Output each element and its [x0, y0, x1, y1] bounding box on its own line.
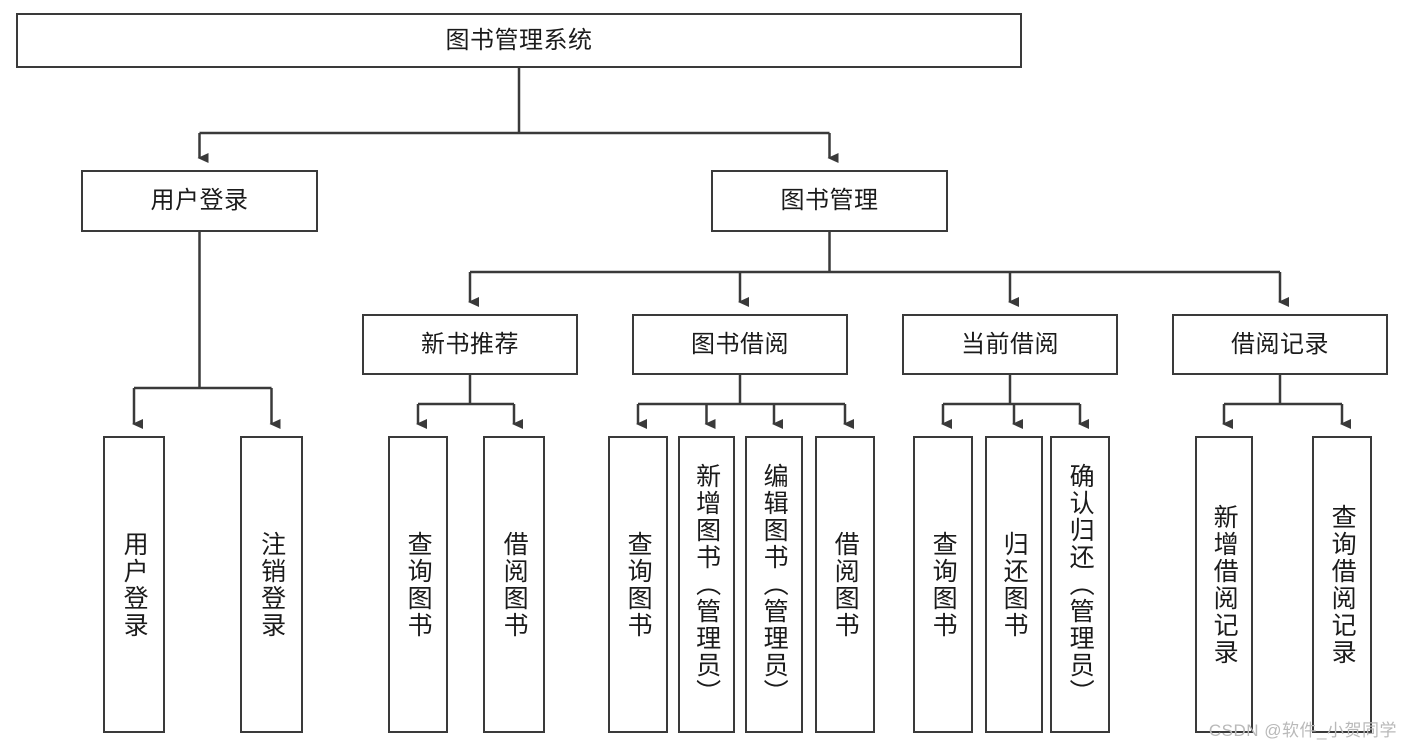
node-label-l-bw-borrow: 借阅图书 [831, 530, 860, 639]
node-current[interactable]: 当前借阅 [902, 314, 1118, 375]
node-label-current: 当前借阅 [961, 330, 1059, 358]
node-l-bw-borrow[interactable]: 借阅图书 [815, 436, 875, 733]
node-label-borrow: 图书借阅 [691, 330, 789, 358]
node-l-cu-return[interactable]: 归还图书 [985, 436, 1043, 733]
node-label-l-user-login: 用户登录 [120, 530, 149, 639]
node-label-l-rc-query: 查询借阅记录 [1328, 503, 1357, 666]
node-borrow[interactable]: 图书借阅 [632, 314, 848, 375]
node-l-cu-confirm[interactable]: 确认归还（管理员） [1050, 436, 1110, 733]
node-l-rc-query[interactable]: 查询借阅记录 [1312, 436, 1372, 733]
node-label-l-bw-add: 新增图书（管理员） [692, 463, 721, 706]
node-label-bookmgmt: 图书管理 [780, 187, 879, 215]
node-label-l-nb-borrow: 借阅图书 [500, 530, 529, 639]
node-label-records: 借阅记录 [1231, 330, 1329, 358]
node-l-bw-add[interactable]: 新增图书（管理员） [678, 436, 735, 733]
node-l-user-logout[interactable]: 注销登录 [240, 436, 303, 733]
node-root[interactable]: 图书管理系统 [16, 13, 1022, 68]
node-login[interactable]: 用户登录 [81, 170, 318, 232]
node-label-login: 用户登录 [150, 187, 249, 215]
node-label-l-cu-confirm: 确认归还（管理员） [1066, 463, 1095, 706]
watermark-text: CSDN @软件_小贺同学 [1208, 721, 1397, 740]
node-l-nb-borrow[interactable]: 借阅图书 [483, 436, 545, 733]
node-label-l-bw-query: 查询图书 [624, 530, 653, 639]
node-label-l-nb-query: 查询图书 [404, 530, 433, 639]
node-label-l-bw-edit: 编辑图书（管理员） [760, 463, 789, 706]
node-bookmgmt[interactable]: 图书管理 [711, 170, 948, 232]
node-l-cu-query[interactable]: 查询图书 [913, 436, 973, 733]
node-l-bw-edit[interactable]: 编辑图书（管理员） [745, 436, 803, 733]
node-label-l-cu-query: 查询图书 [929, 530, 958, 639]
node-newbooks[interactable]: 新书推荐 [362, 314, 578, 375]
node-l-nb-query[interactable]: 查询图书 [388, 436, 448, 733]
node-label-l-cu-return: 归还图书 [1000, 530, 1029, 639]
node-records[interactable]: 借阅记录 [1172, 314, 1388, 375]
node-label-newbooks: 新书推荐 [421, 330, 519, 358]
node-label-root: 图书管理系统 [445, 26, 593, 54]
node-label-l-rc-add: 新增借阅记录 [1210, 503, 1239, 666]
node-l-rc-add[interactable]: 新增借阅记录 [1195, 436, 1253, 733]
node-label-l-user-logout: 注销登录 [257, 530, 286, 639]
node-l-user-login[interactable]: 用户登录 [103, 436, 165, 733]
node-l-bw-query[interactable]: 查询图书 [608, 436, 668, 733]
